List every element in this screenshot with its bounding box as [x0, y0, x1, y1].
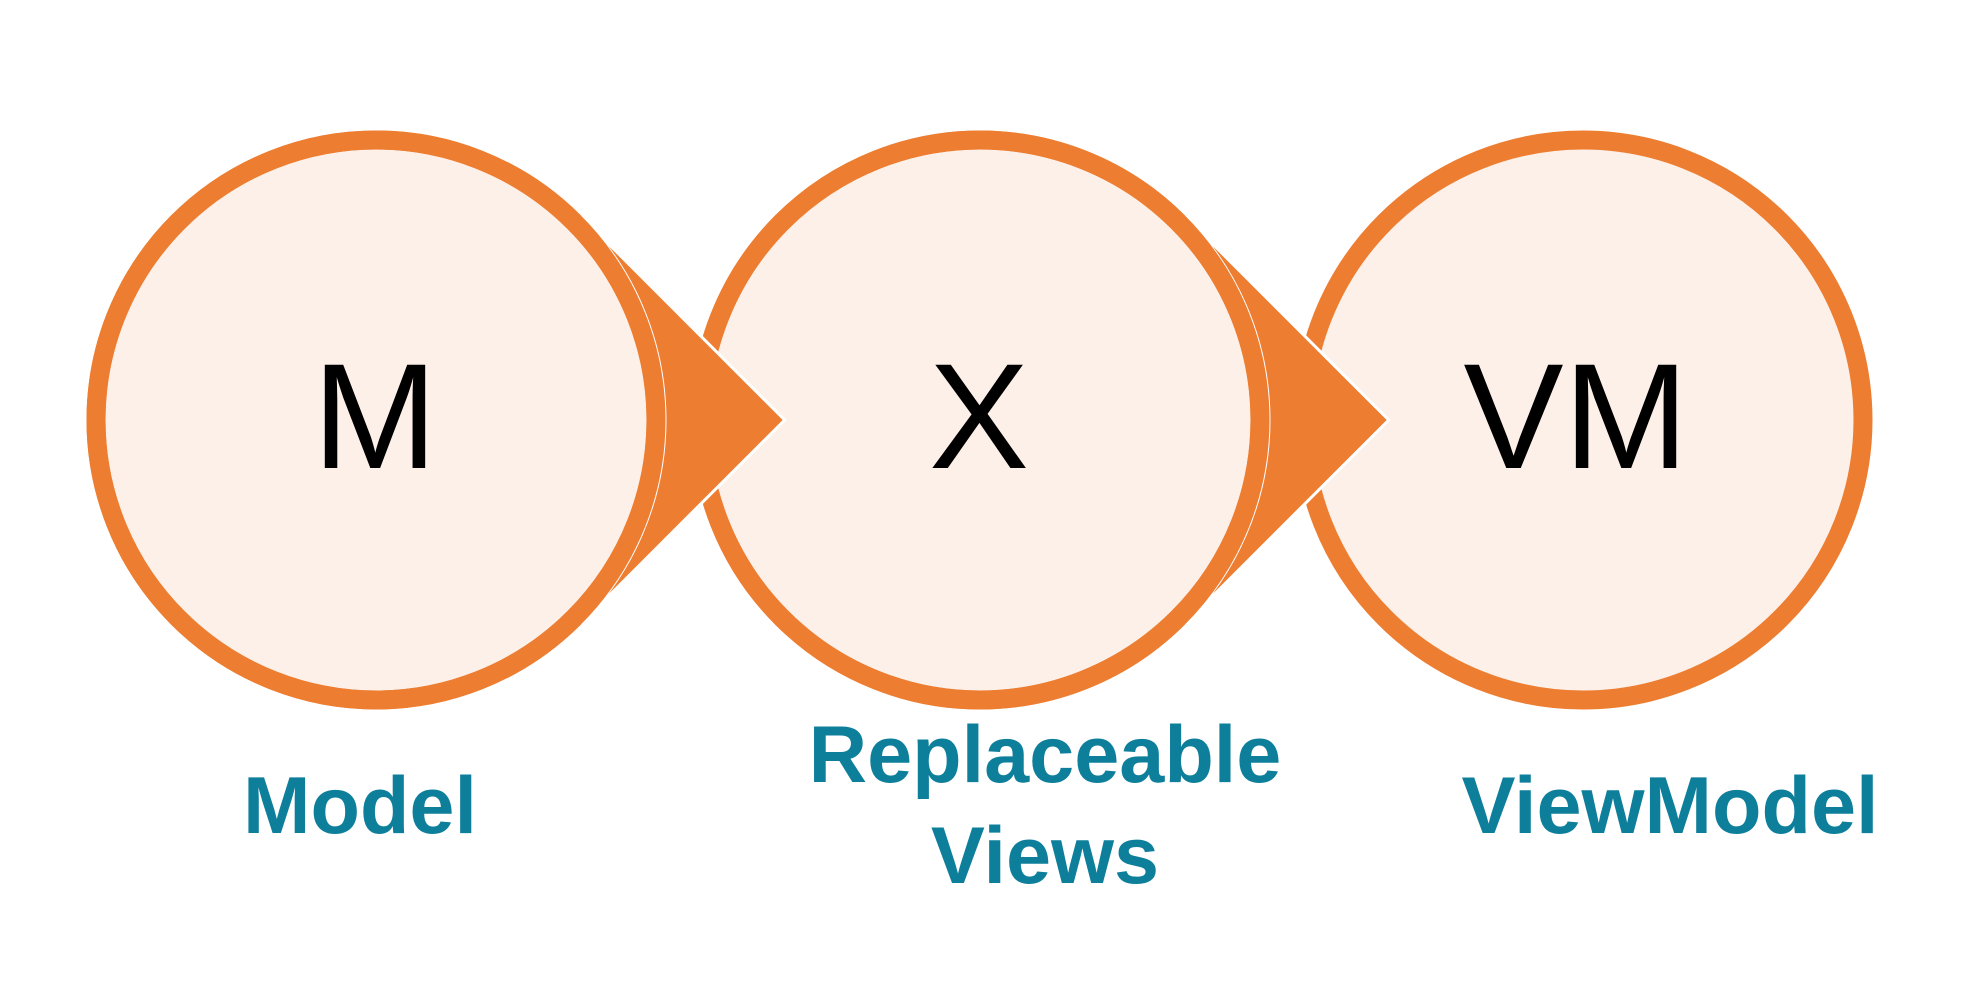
node-model-letter: M [313, 332, 438, 500]
label-views-line2: Views [931, 811, 1159, 901]
node-views-letter: X [929, 332, 1029, 500]
node-views-inner [710, 150, 1250, 690]
node-model-inner [106, 150, 646, 690]
label-views-line1: Replaceable [809, 710, 1282, 800]
label-viewmodel: ViewModel [1461, 761, 1878, 851]
label-model: Model [243, 761, 477, 851]
node-viewmodel: VM [1293, 130, 1873, 710]
node-model: M [86, 130, 787, 710]
node-viewmodel-letter: VM [1464, 332, 1689, 500]
node-model-ring [86, 130, 666, 710]
